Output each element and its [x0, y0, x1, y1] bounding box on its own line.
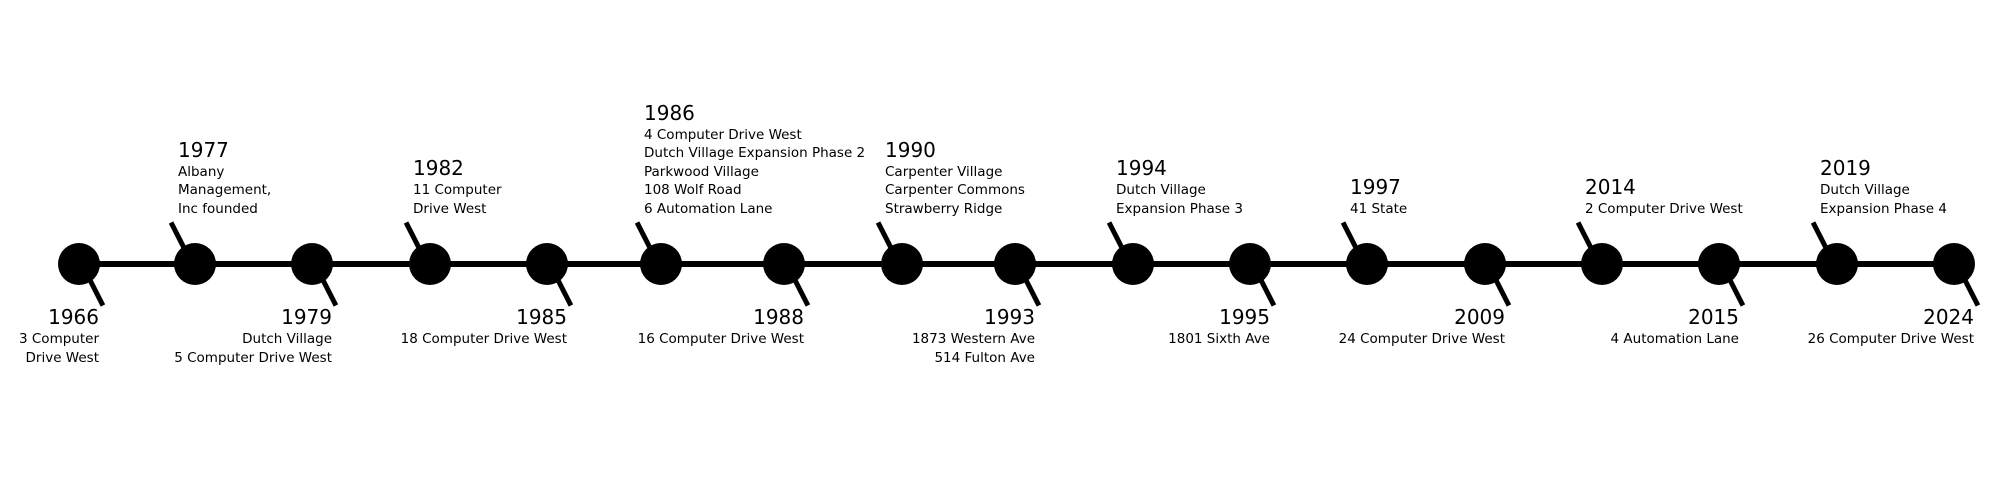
- event-description-line: 4 Automation Lane: [1610, 331, 1739, 347]
- event-description-line: 5 Computer Drive West: [174, 349, 332, 366]
- event-year: 2014: [1585, 174, 1636, 199]
- event-description-line: 24 Computer Drive West: [1338, 331, 1505, 347]
- timeline-dot: [526, 243, 568, 285]
- event-year: 1997: [1350, 174, 1401, 199]
- timeline-dot: [291, 243, 333, 285]
- event-description-line: Parkwood Village: [644, 163, 759, 180]
- event-description-line: 6 Automation Lane: [644, 200, 773, 217]
- event-year: 1990: [885, 137, 936, 162]
- event-description-line: Dutch Village: [242, 331, 332, 347]
- event-description-line: 4 Computer Drive West: [644, 126, 802, 143]
- timeline-dot: [1229, 243, 1271, 285]
- event-description-line: Management,: [178, 182, 272, 198]
- event-year: 2009: [1454, 305, 1505, 329]
- event-description-line: Strawberry Ridge: [885, 200, 1003, 217]
- timeline-dot: [174, 243, 216, 285]
- timeline-dot: [409, 243, 451, 285]
- event-year: 1995: [1219, 305, 1270, 329]
- event-description-line: Expansion Phase 3: [1116, 200, 1243, 217]
- event-year: 1988: [753, 305, 804, 329]
- timeline-dot: [763, 243, 805, 285]
- event-description-line: Drive West: [25, 349, 99, 366]
- timeline-dot: [1581, 243, 1623, 285]
- event-year: 1977: [178, 137, 229, 162]
- event-description-line: Dutch Village: [1116, 182, 1206, 198]
- event-description-line: 514 Fulton Ave: [934, 349, 1035, 366]
- timeline-event-1985: 1985 18 Computer Drive West: [401, 304, 567, 349]
- timeline-dot: [640, 243, 682, 285]
- event-description-line: 11 Computer: [413, 182, 502, 198]
- event-year: 2015: [1688, 305, 1739, 329]
- event-description-line: 16 Computer Drive West: [637, 331, 804, 347]
- event-description-line: Carpenter Village: [885, 163, 1003, 180]
- event-description-line: 1801 Sixth Ave: [1168, 331, 1270, 347]
- timeline-dot: [58, 243, 100, 285]
- event-description-line: Dutch Village Expansion Phase 2: [644, 145, 866, 161]
- event-year: 2019: [1820, 156, 1871, 180]
- timeline-event-2015: 2015 4 Automation Lane: [1611, 304, 1739, 349]
- event-description-line: Inc founded: [178, 200, 258, 217]
- event-description-line: 41 State: [1350, 200, 1408, 217]
- timeline-dot: [1112, 243, 1154, 285]
- event-year: 1966: [48, 305, 99, 329]
- event-description-line: 3 Computer: [19, 331, 99, 347]
- event-description-line: 26 Computer Drive West: [1807, 331, 1974, 347]
- event-year: 1994: [1116, 156, 1167, 180]
- event-year: 1985: [516, 305, 567, 329]
- event-description-line: 18 Computer Drive West: [400, 331, 567, 347]
- timeline-event-1993: 1993 1873 Western Ave 514 Fulton Ave: [912, 304, 1035, 367]
- event-year: 2024: [1923, 305, 1974, 329]
- event-year: 1979: [281, 305, 332, 329]
- event-year: 1993: [984, 305, 1035, 329]
- event-year: 1982: [413, 156, 464, 180]
- timeline-event-2024: 2024 26 Computer Drive West: [1808, 304, 1974, 349]
- timeline-dot: [994, 243, 1036, 285]
- event-description-line: Drive West: [413, 200, 487, 217]
- timeline-event-2009: 2009 24 Computer Drive West: [1339, 304, 1505, 349]
- event-description-line: Carpenter Commons: [885, 182, 1025, 198]
- timeline-dot: [1933, 243, 1975, 285]
- event-year: 1986: [644, 100, 695, 125]
- event-description-line: Albany: [178, 163, 225, 180]
- event-description-line: Expansion Phase 4: [1820, 200, 1947, 217]
- event-description-line: 1873 Western Ave: [911, 331, 1035, 347]
- timeline-dot: [881, 243, 923, 285]
- event-description-line: 2 Computer Drive West: [1585, 200, 1743, 217]
- timeline-dot: [1346, 243, 1388, 285]
- timeline-event-1995: 1995 1801 Sixth Ave: [1168, 304, 1270, 349]
- timeline-event-1988: 1988 16 Computer Drive West: [638, 304, 804, 349]
- timeline-dot: [1464, 243, 1506, 285]
- event-description-line: Dutch Village: [1820, 182, 1910, 198]
- timeline-dot: [1698, 243, 1740, 285]
- timeline-dot: [1816, 243, 1858, 285]
- event-description-line: 108 Wolf Road: [644, 182, 742, 198]
